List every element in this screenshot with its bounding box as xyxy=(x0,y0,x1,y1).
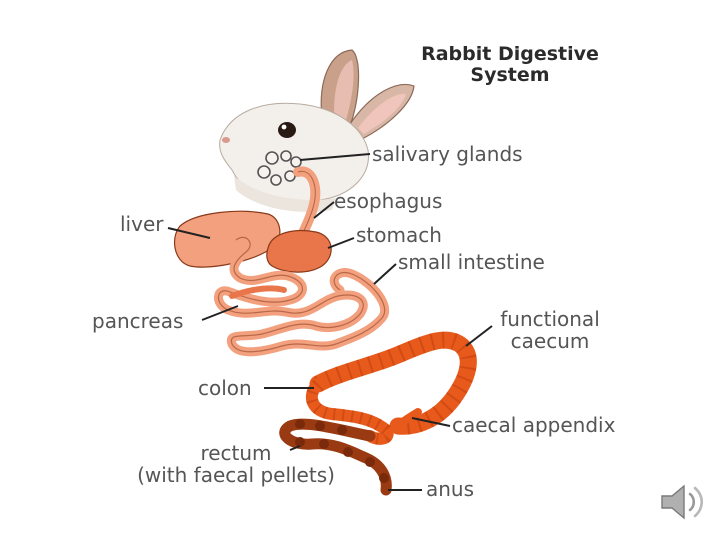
diagram-title: Rabbit Digestive System xyxy=(400,44,620,86)
label-esophagus: esophagus xyxy=(334,189,443,213)
title-line-2: System xyxy=(470,64,550,86)
colon xyxy=(305,378,394,445)
label-colon: colon xyxy=(198,376,252,400)
label-small-intestine: small intestine xyxy=(398,250,545,274)
label-rectum: rectum (with faecal pellets) xyxy=(118,442,354,486)
pancreas xyxy=(229,285,287,299)
speaker-icon[interactable] xyxy=(658,478,708,526)
label-functional-caecum-line-2: caecum xyxy=(510,329,590,353)
label-pancreas: pancreas xyxy=(92,309,184,333)
title-line-1: Rabbit Digestive xyxy=(421,43,599,65)
label-functional-caecum: functional caecum xyxy=(490,308,610,352)
label-salivary-glands: salivary glands xyxy=(372,142,523,166)
label-stomach: stomach xyxy=(356,223,442,247)
functional-caecum xyxy=(309,331,477,435)
stomach xyxy=(266,229,332,273)
salivary-glands xyxy=(257,150,302,186)
label-rectum-line-1: rectum xyxy=(200,441,272,465)
label-caecal-appendix: caecal appendix xyxy=(452,413,616,437)
label-liver: liver xyxy=(120,212,164,236)
label-functional-caecum-line-1: functional xyxy=(500,307,600,331)
caecal-appendix xyxy=(394,408,422,430)
label-rectum-line-2: (with faecal pellets) xyxy=(137,463,335,487)
leader-lines xyxy=(167,153,493,491)
faecal-pellets xyxy=(295,419,389,483)
liver xyxy=(173,210,281,268)
label-anus: anus xyxy=(426,477,475,501)
